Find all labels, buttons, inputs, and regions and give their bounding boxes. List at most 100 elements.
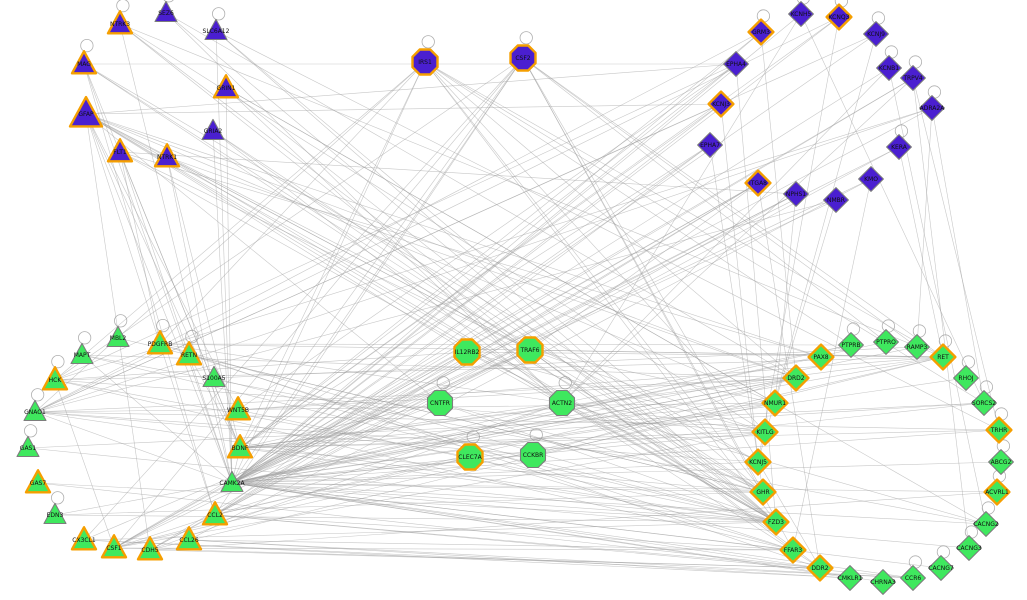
node-KCNQ3[interactable]: KCNQ3 [825, 3, 853, 31]
node-RET[interactable]: RET [929, 343, 957, 371]
triangle-shape-NTRK3 [106, 10, 134, 35]
node-NTRK3[interactable]: NTRK3 [106, 10, 134, 35]
edge-KCNJ3-CAMK2A [231, 103, 722, 484]
self-loop-CNTFR [436, 376, 450, 390]
edge-EDN3-GHR [54, 491, 764, 516]
edge-NPHS1-CAMK2A [231, 193, 797, 484]
edge-ACTN2-GHR [561, 402, 764, 493]
node-CCR6[interactable]: CCR6 [900, 565, 926, 591]
node-PTPRB[interactable]: PTPRB [838, 332, 864, 358]
node-GNAO1[interactable]: GNAO1 [23, 399, 47, 422]
node-CMKLR1[interactable]: CMKLR1 [837, 565, 863, 591]
self-loop-GAS1 [24, 424, 38, 438]
node-MAPT[interactable]: MAPT [70, 342, 94, 365]
edge-CAMK2A-DDR2 [231, 482, 821, 569]
node-CACNG3[interactable]: CACNG3 [956, 535, 982, 561]
edge-GFAP-CAMK2A [85, 113, 233, 484]
node-CACNG2[interactable]: CACNG2 [973, 511, 999, 537]
diamond-shape-KERA [886, 134, 912, 160]
self-loop-PTPRB [846, 322, 861, 336]
node-SLC6A12[interactable]: SLC6A12 [203, 18, 230, 41]
edge-IL12RB2-RET [466, 351, 944, 358]
node-GAS7[interactable]: GAS7 [24, 469, 52, 494]
node-RAMP3[interactable]: RAMP3 [904, 334, 930, 360]
edge-EPHA7-GHR [709, 144, 764, 493]
edge-HCK-FFAR3 [54, 379, 794, 551]
node-MAG[interactable]: MAG [70, 50, 98, 75]
edge-CSF1-HCK [54, 379, 115, 549]
edge-GRIN1-FZD3 [225, 87, 777, 523]
triangle-shape-MAG [70, 50, 98, 75]
node-IRS1[interactable]: IRS1 [411, 48, 439, 76]
node-KMO[interactable]: KMO [858, 166, 884, 192]
edge-KERA-RET [898, 146, 944, 358]
node-TRAF6[interactable]: TRAF6 [516, 336, 544, 364]
node-KITLG[interactable]: KITLG [751, 418, 779, 446]
self-loop-ADRA2A [927, 85, 942, 99]
diamond-shape-CACNG2 [973, 511, 999, 537]
edge-KCNQ3-KCNJ5 [757, 16, 840, 463]
node-GAS1[interactable]: GAS1 [16, 435, 40, 458]
edge-CSF2-FFAR3 [522, 57, 794, 551]
edge-CAMK2A-CACNG2 [231, 482, 987, 525]
edge-FLT1-TRAF6 [119, 151, 531, 351]
edge-GRIA2-ACTN2 [212, 130, 563, 404]
diamond-shape-NPHS1 [783, 181, 809, 207]
node-CCKBR[interactable]: CCKBR [519, 441, 547, 469]
node-EPHA4[interactable]: EPHA4 [723, 51, 749, 77]
node-ACTN2[interactable]: ACTN2 [548, 389, 576, 417]
edge-GAS7-FZD3 [37, 482, 777, 523]
edge-IRS1-RET [424, 61, 944, 358]
edge-KCNQ3-BDNF [239, 16, 840, 449]
node-SEZ6[interactable]: SEZ6 [154, 0, 178, 23]
node-SORCS2[interactable]: SORCS2 [971, 390, 997, 416]
self-loop-ACTN2 [558, 376, 572, 390]
triangle-shape-CSF1 [100, 534, 128, 559]
node-IL12RB2[interactable]: IL12RB2 [453, 338, 481, 366]
triangle-shape-CX3CL1 [70, 526, 98, 551]
triangle-shape-CCL26 [175, 526, 203, 551]
self-loop-CLEC7A [466, 430, 480, 444]
node-GRM3[interactable]: GRM3 [747, 18, 775, 46]
edge-MAG-KCNJ5 [83, 63, 759, 463]
diamond-shape-ACVRL1 [983, 478, 1011, 506]
edge-GFAP-EPHA4 [85, 63, 737, 115]
edge-NTRK3-TRAF6 [119, 23, 531, 351]
edge-KERA-CAMK2A [231, 146, 900, 484]
node-KCNH5[interactable]: KCNH5 [788, 1, 814, 27]
node-MBL2[interactable]: MBL2 [106, 325, 130, 348]
diamond-shape-DDR2 [806, 554, 834, 582]
node-CNTFR[interactable]: CNTFR [426, 389, 454, 417]
node-CACNG7[interactable]: CACNG7 [928, 555, 954, 581]
node-CLEC7A[interactable]: CLEC7A [456, 443, 484, 471]
edge-GNAO1-CAMK2A [34, 411, 233, 484]
diamond-shape-KCNH5 [788, 1, 814, 27]
edge-NTRK1-TRAF6 [166, 156, 531, 351]
octagon-shape-ACTN2 [548, 389, 576, 417]
node-KCNJ9[interactable]: KCNJ9 [863, 21, 889, 47]
edge-SLC6A12-CAMK2A [215, 30, 233, 484]
edge-FLT1-CAMK2A [119, 151, 233, 484]
edge-TRPV4-CACNG3 [912, 77, 970, 549]
node-CHRNA3[interactable]: CHRNA3 [870, 569, 896, 595]
edge-EPHA4-HCK [54, 63, 737, 381]
node-ABCG2[interactable]: ABCG2 [988, 449, 1014, 475]
node-GHR[interactable]: GHR [749, 478, 777, 506]
node-HCK[interactable]: HCK [41, 366, 69, 391]
node-PTPRO[interactable]: PTPRO [873, 329, 899, 355]
edge-CCKBR-GNAO1 [34, 411, 534, 456]
node-ADRA2A[interactable]: ADRA2A [919, 95, 946, 121]
diamond-shape-KITLG [751, 418, 779, 446]
edge-CCKBR-NMUR1 [532, 402, 776, 456]
edge-CSF2-RET [522, 57, 944, 358]
diamond-shape-CACNG3 [956, 535, 982, 561]
edge-GRM3-BDNF [239, 31, 762, 449]
node-ACVRL1[interactable]: ACVRL1 [983, 478, 1011, 506]
edge-GAS1-FZD3 [27, 447, 777, 523]
node-GRIA2[interactable]: GRIA2 [201, 118, 225, 141]
node-TRPV4[interactable]: TRPV4 [900, 65, 926, 91]
edge-CSF2-CAMK2A [231, 57, 524, 484]
node-TRHR[interactable]: TRHR [985, 416, 1013, 444]
node-EPHA7[interactable]: EPHA7 [697, 132, 723, 158]
node-CSF2[interactable]: CSF2 [509, 44, 537, 72]
